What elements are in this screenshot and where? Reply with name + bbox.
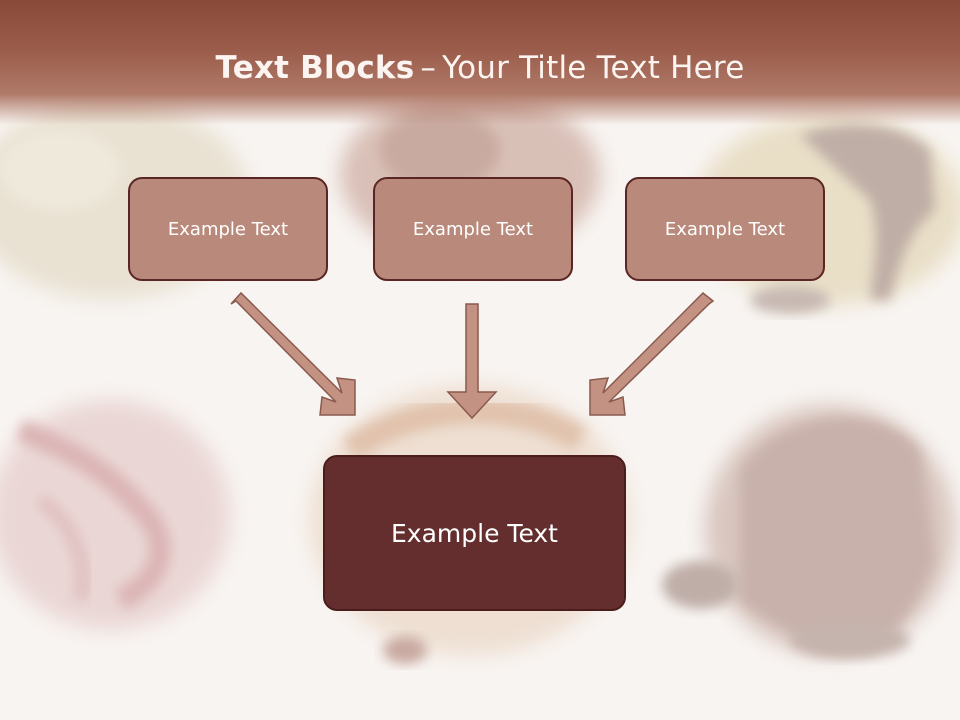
center-text-block-label: Example Text <box>391 518 558 548</box>
text-block-1-label: Example Text <box>167 218 289 240</box>
text-block-3-label: Example Text <box>664 218 786 240</box>
center-text-block[interactable]: Example Text <box>323 455 626 611</box>
arrow-right-diagonal <box>589 291 715 416</box>
arrow-center-vertical <box>446 303 498 420</box>
text-block-1[interactable]: Example Text <box>128 177 328 281</box>
title-bold-part: Text Blocks <box>215 50 415 86</box>
title-dash: – <box>420 50 437 86</box>
arrow-left-diagonal <box>230 291 356 416</box>
text-block-3[interactable]: Example Text <box>625 177 825 281</box>
header-band <box>0 0 960 125</box>
text-block-2[interactable]: Example Text <box>373 177 573 281</box>
title-rest-part: Your Title Text Here <box>442 50 745 86</box>
slide-title[interactable]: Text Blocks–Your Title Text Here <box>0 50 960 86</box>
text-block-2-label: Example Text <box>412 218 534 240</box>
